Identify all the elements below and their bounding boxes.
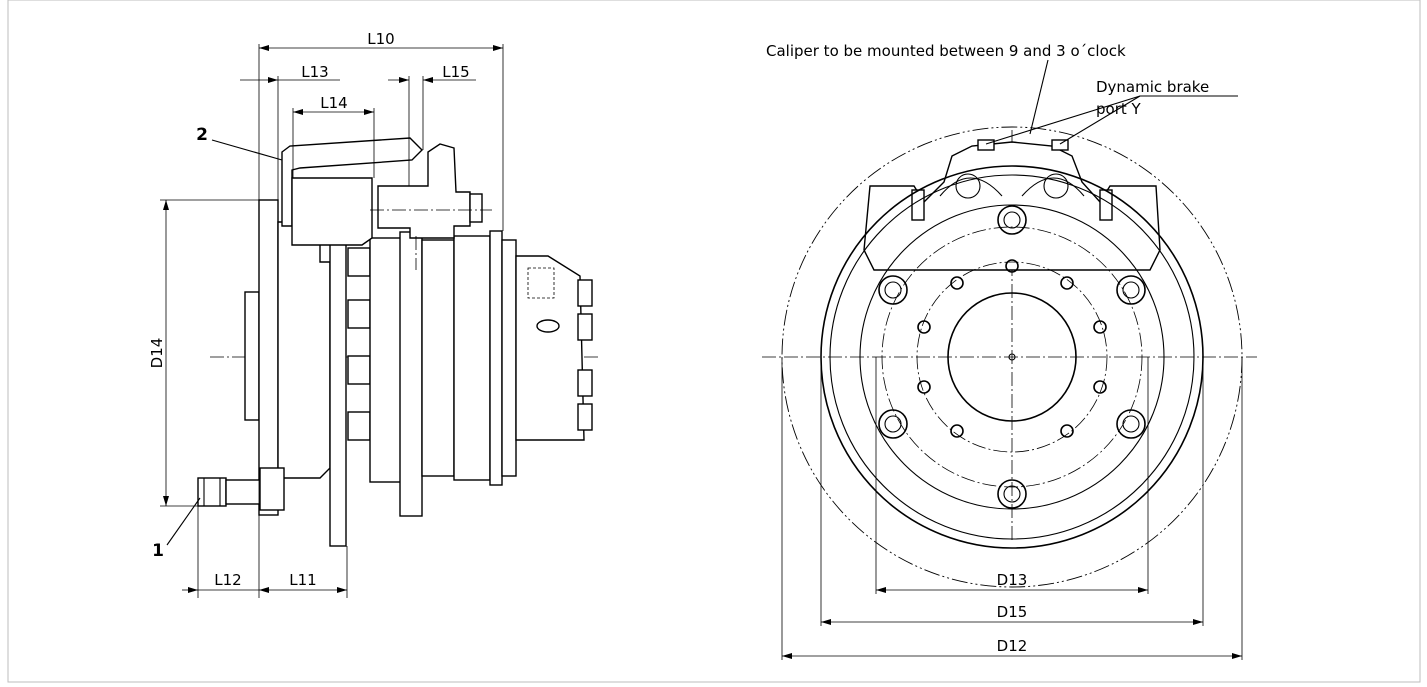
brake-port-leader-left (985, 95, 1141, 145)
housing-ring (399, 231, 423, 517)
flange-circle (859, 204, 1165, 510)
callout-1-leader (166, 497, 201, 546)
brake-port-leader-right (1059, 95, 1141, 145)
central-bore (947, 292, 1077, 422)
dim-D15: D15 (997, 603, 1028, 621)
page-border (7, 0, 1421, 683)
callout-1: 1 (152, 541, 164, 561)
motor-end-flange (489, 230, 503, 486)
caliper-arm (281, 137, 423, 227)
brake-port-note-line2: port Y (1096, 100, 1142, 118)
inner-holes (917, 259, 1107, 438)
valve-block (515, 255, 585, 441)
housing-body (277, 221, 331, 479)
dim-D14: D14 (148, 338, 166, 369)
caliper-note-leader (1029, 59, 1049, 135)
side-view: L10 L13 L14 L15 L11 L12 D14 1 2 (148, 30, 598, 598)
caliper-port (469, 193, 483, 223)
disc-bolts (347, 247, 371, 441)
hub-spigot (244, 291, 260, 421)
callout-2-leader (211, 139, 283, 161)
brake-port-right (1051, 139, 1069, 151)
brake-port-note-line1: Dynamic brake (1096, 78, 1209, 96)
outer-bolts (878, 205, 1146, 509)
hidden-port (527, 267, 555, 299)
motor-cover (501, 239, 517, 477)
dim-L15: L15 (442, 63, 469, 81)
disc-inner-ring (829, 174, 1195, 540)
dim-L10: L10 (367, 30, 394, 48)
brake-disc (329, 215, 347, 547)
dim-L13: L13 (301, 63, 328, 81)
dim-D13: D13 (997, 571, 1028, 589)
bolt-circle-outer (881, 226, 1143, 488)
dim-L14: L14 (320, 94, 347, 112)
motor-housing (453, 235, 491, 481)
dim-D12: D12 (997, 637, 1028, 655)
caliper-note: Caliper to be mounted between 9 and 3 o´… (766, 42, 1126, 60)
caliper-body (291, 177, 373, 246)
brake-fitting (197, 467, 285, 511)
housing-ring-2 (421, 239, 455, 477)
callout-2: 2 (196, 125, 208, 145)
dim-L12: L12 (214, 571, 241, 589)
hydraulic-ports (536, 279, 593, 431)
brake-port-left (977, 139, 995, 151)
front-view: Caliper to be mounted between 9 and 3 o´… (762, 42, 1257, 660)
bolt-circle-inner (916, 261, 1108, 453)
dim-L11: L11 (289, 571, 316, 589)
